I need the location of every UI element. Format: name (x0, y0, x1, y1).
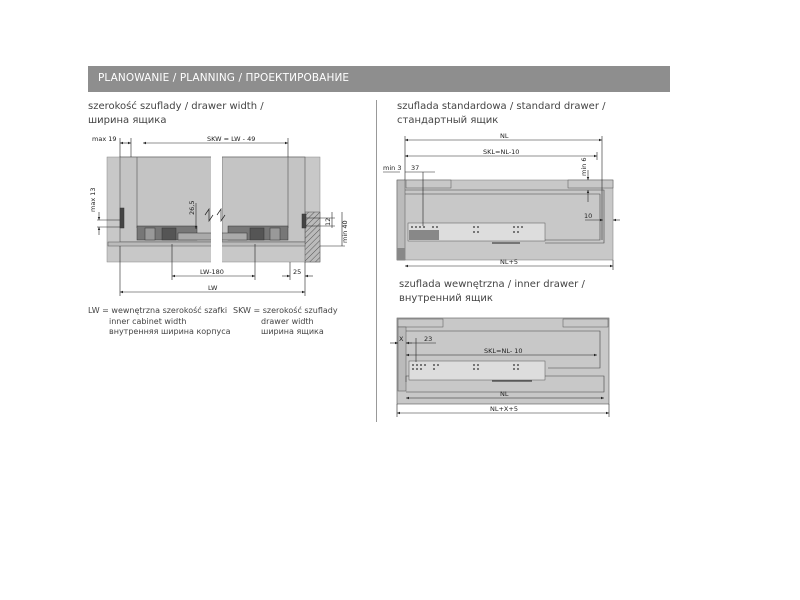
dim-min3: min 3 (383, 164, 401, 172)
dim-x: X (399, 335, 404, 343)
section-title: PLANOWANIE / PLANNING / ПРОЕКТИРОВАНИЕ (98, 72, 350, 84)
dim-max13: max 13 (89, 188, 97, 213)
legend-line: drawer width (261, 316, 314, 326)
dim-nl: NL (500, 132, 509, 140)
legend-line: внутренняя ширина корпуса (109, 327, 231, 336)
dim-skl: SKL=NL-10 (483, 148, 519, 156)
section-header: PLANOWANIE / PLANNING / ПРОЕКТИРОВАНИЕ (88, 66, 670, 92)
heading-line: стандартный ящик (397, 115, 499, 126)
dim-max19: max 19 (92, 135, 117, 143)
dim-min6: min 6 (580, 158, 588, 176)
dim-nlx5: NL+X+5 (490, 405, 518, 413)
heading-line: ширина ящика (88, 115, 167, 126)
heading-line: внутренний ящик (399, 293, 493, 304)
standard-drawer-heading: szuflada standardowa / standard drawer /… (397, 100, 606, 128)
dim-lw180: LW-180 (200, 268, 224, 276)
dim-skl: SKL=NL- 10 (484, 347, 523, 355)
standard-drawer-diagram: NL SKL=NL-10 min 3 37 min 6 10 NL+5 (383, 132, 620, 270)
dim-nl: NL (500, 390, 509, 398)
inner-drawer-diagram: X 23 SKL=NL- 10 NL NL+X+5 (390, 317, 610, 417)
dim-10: 10 (584, 212, 592, 220)
dim-nl5: NL+5 (500, 258, 518, 266)
heading-line: szerokość szuflady / drawer width / (88, 101, 264, 112)
heading-line: szuflada standardowa / standard drawer / (397, 101, 606, 112)
heading-line: szuflada wewnętrzna / inner drawer / (399, 279, 585, 290)
legend-line: ширина ящика (261, 327, 324, 336)
dim-min40: min 40 (341, 220, 349, 243)
dim-26-5: 26,5 (188, 201, 196, 215)
legend-line: inner cabinet width (109, 316, 187, 326)
legend-lw: LW = wewnętrzna szerokość szafki inner c… (88, 306, 231, 338)
drawer-width-diagram: max 19 SKW = LW - 49 max 13 26,5 12 min … (89, 135, 349, 296)
legend-skw: SKW = szerokość szuflady drawer width ши… (233, 306, 338, 338)
legend-line: SKW = szerokość szuflady (233, 306, 338, 315)
dim-23: 23 (424, 335, 432, 343)
dim-lw: LW (208, 284, 218, 292)
drawer-width-heading: szerokość szuflady / drawer width / шири… (88, 100, 264, 128)
dim-37: 37 (411, 164, 419, 172)
dim-12: 12 (324, 218, 332, 226)
dim-skw: SKW = LW - 49 (207, 135, 255, 143)
column-divider (376, 100, 377, 422)
legend-line: LW = wewnętrzna szerokość szafki (88, 306, 228, 315)
dim-25: 25 (293, 268, 301, 276)
inner-drawer-heading: szuflada wewnętrzna / inner drawer / вну… (399, 278, 585, 306)
